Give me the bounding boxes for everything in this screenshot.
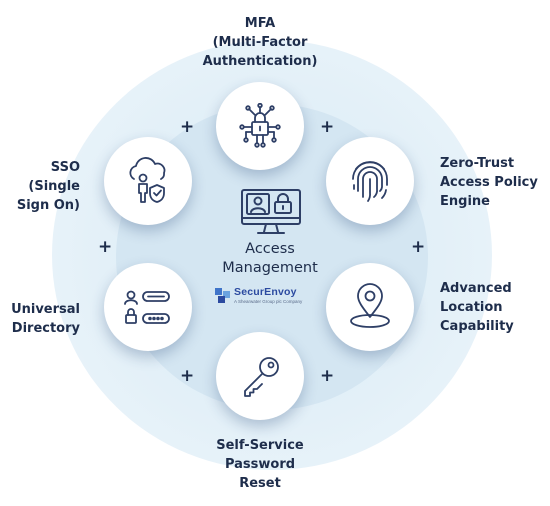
label-location: Advanced Location Capability bbox=[440, 279, 514, 336]
circuit-lock-icon bbox=[239, 103, 281, 148]
plus-connector: + bbox=[98, 237, 113, 257]
label-sso-line-1: SSO bbox=[50, 160, 80, 175]
label-password-reset: Self-Service Password Reset bbox=[200, 436, 320, 493]
plus-connector: + bbox=[320, 117, 335, 137]
label-password-reset-line-2: Password bbox=[224, 457, 296, 472]
user-directory-icon bbox=[124, 290, 170, 324]
label-password-reset-line-3: Reset bbox=[239, 476, 281, 491]
node-location bbox=[326, 263, 414, 351]
fingerprint-icon bbox=[352, 161, 388, 202]
label-mfa-line-1: MFA bbox=[244, 16, 276, 31]
label-sso: SSO (Single Sign On) bbox=[8, 158, 80, 215]
label-location-line-2: Location bbox=[440, 300, 503, 315]
key-icon bbox=[244, 357, 279, 397]
node-password-reset bbox=[216, 332, 304, 420]
securenvoy-logo: SecurEnvoy A Shearwater Group plc Compan… bbox=[214, 285, 326, 311]
label-location-line-3: Capability bbox=[440, 319, 514, 334]
center-title-line-1: Access bbox=[245, 241, 295, 257]
node-mfa bbox=[216, 82, 304, 170]
label-zero-trust-line-2: Access Policy bbox=[440, 175, 538, 190]
label-directory-line-2: Directory bbox=[11, 321, 80, 336]
label-password-reset-line-1: Self-Service bbox=[216, 438, 304, 453]
label-zero-trust-line-1: Zero-Trust bbox=[440, 156, 515, 171]
label-mfa: MFA (Multi-Factor Authentication) bbox=[196, 14, 324, 71]
center-monitor-icon bbox=[232, 188, 312, 236]
logo-tagline: A Shearwater Group plc Company bbox=[234, 299, 303, 304]
label-sso-line-2: (Single bbox=[28, 179, 80, 194]
location-pin-icon bbox=[350, 283, 390, 328]
node-zero-trust bbox=[326, 137, 414, 225]
plus-connector: + bbox=[411, 237, 426, 257]
label-directory: Universal Directory bbox=[0, 300, 80, 338]
logo-mark-icon bbox=[215, 288, 230, 303]
cloud-user-shield-icon bbox=[129, 157, 166, 203]
node-directory bbox=[104, 263, 192, 351]
plus-connector: + bbox=[180, 117, 195, 137]
label-mfa-line-2: (Multi-Factor bbox=[212, 35, 308, 50]
center-title-line-2: Management bbox=[222, 260, 318, 276]
label-zero-trust-line-3: Engine bbox=[440, 194, 490, 209]
center-title: Access Management bbox=[190, 240, 350, 278]
label-location-line-1: Advanced bbox=[440, 281, 512, 296]
label-sso-line-3: Sign On) bbox=[16, 198, 80, 213]
logo-name: SecurEnvoy bbox=[234, 286, 297, 298]
plus-connector: + bbox=[180, 366, 195, 386]
label-zero-trust: Zero-Trust Access Policy Engine bbox=[440, 154, 538, 211]
label-directory-line-1: Universal bbox=[11, 302, 80, 317]
plus-connector: + bbox=[320, 366, 335, 386]
node-sso bbox=[104, 137, 192, 225]
label-mfa-line-3: Authentication) bbox=[202, 54, 318, 69]
